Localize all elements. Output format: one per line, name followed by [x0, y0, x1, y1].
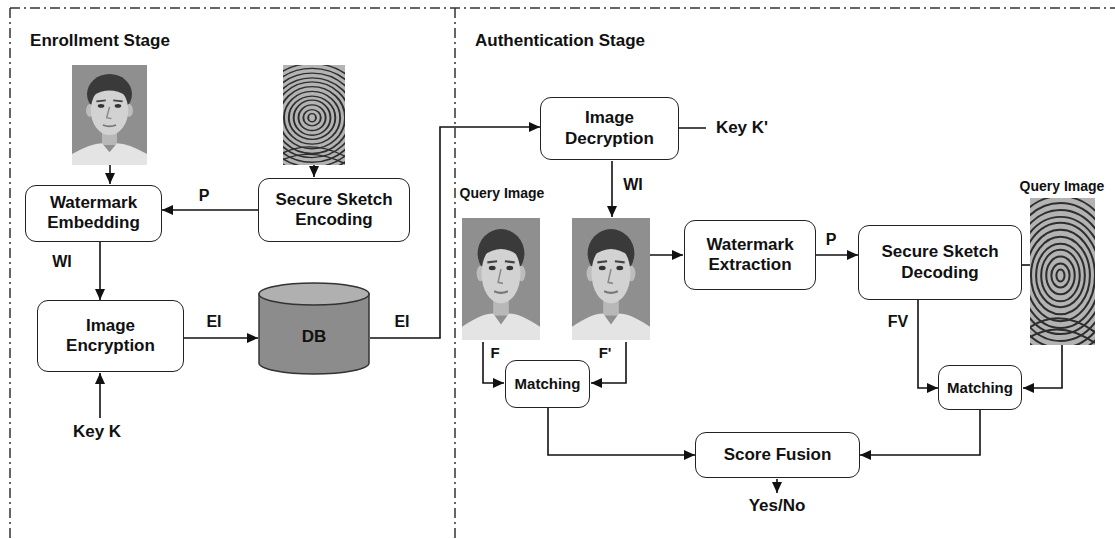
flow-arrow [816, 254, 858, 256]
node-text: Secure Sketch Decoding [859, 242, 1021, 283]
key-label: Key K [73, 422, 121, 442]
input-arrow [650, 254, 683, 256]
node-text: Image Encryption [38, 316, 183, 357]
process-box: Watermark Extraction [684, 220, 816, 290]
process-box: Image Encryption [37, 300, 184, 372]
signal-label: WI [50, 253, 74, 271]
input-arrow [109, 165, 111, 184]
node-text: Score Fusion [721, 445, 835, 465]
stage-divider [454, 8, 456, 539]
image-label: F' [599, 344, 612, 361]
flow-arrow [918, 300, 938, 388]
stage-title: Authentication Stage [475, 31, 645, 51]
process-box: Score Fusion [695, 432, 860, 478]
process-box: Matching [938, 365, 1022, 410]
signal-label: P [824, 231, 839, 249]
node-text: Matching [512, 375, 584, 393]
face-image [72, 65, 147, 165]
node-text: Matching [944, 379, 1016, 397]
flow-arrow [860, 410, 980, 455]
input-arrow [483, 342, 504, 383]
node-text: Watermark Embedding [26, 193, 161, 234]
image-caption: Query Image [460, 185, 545, 201]
flow-arrow [162, 209, 258, 211]
stage-title: Enrollment Stage [30, 31, 170, 51]
signal-label: WI [623, 176, 643, 194]
stage-border [9, 8, 11, 539]
input-arrow [313, 165, 315, 177]
node-text: Watermark Extraction [685, 235, 815, 276]
signal-label: EI [392, 313, 411, 331]
node-text: Image Decryption [541, 108, 678, 149]
process-box: Secure Sketch Decoding [858, 225, 1022, 300]
decision-output: Yes/No [749, 496, 806, 516]
flow-arrow [548, 408, 695, 455]
stage-border [10, 7, 1115, 9]
process-box: Matching [505, 360, 590, 408]
output-arrow [611, 161, 613, 217]
input-arrow [1023, 345, 1062, 388]
cylinder-body [259, 294, 369, 374]
database-cylinder: DB [258, 282, 370, 375]
signal-label: FV [886, 313, 910, 331]
node-text: DB [299, 327, 330, 347]
signal-label: EI [204, 313, 223, 331]
face-image [462, 218, 540, 340]
connector-layer [100, 127, 980, 455]
input-arrow [591, 342, 626, 383]
cylinder-top [259, 283, 369, 305]
key-label: Key K' [716, 118, 768, 138]
key-arrow [99, 373, 101, 418]
process-box: Secure Sketch Encoding [258, 178, 410, 242]
fingerprint-image [255, 64, 369, 172]
image-label: F [490, 344, 499, 361]
signal-label: P [197, 187, 212, 205]
flow-arrow [184, 337, 258, 339]
face-image [572, 218, 650, 340]
output-arrow [776, 479, 778, 493]
process-box: Watermark Embedding [25, 185, 162, 242]
flow-arrow [99, 242, 101, 300]
process-box: Image Decryption [540, 97, 679, 160]
image-caption: Query Image [1020, 178, 1105, 194]
node-text: Secure Sketch Encoding [259, 190, 409, 231]
